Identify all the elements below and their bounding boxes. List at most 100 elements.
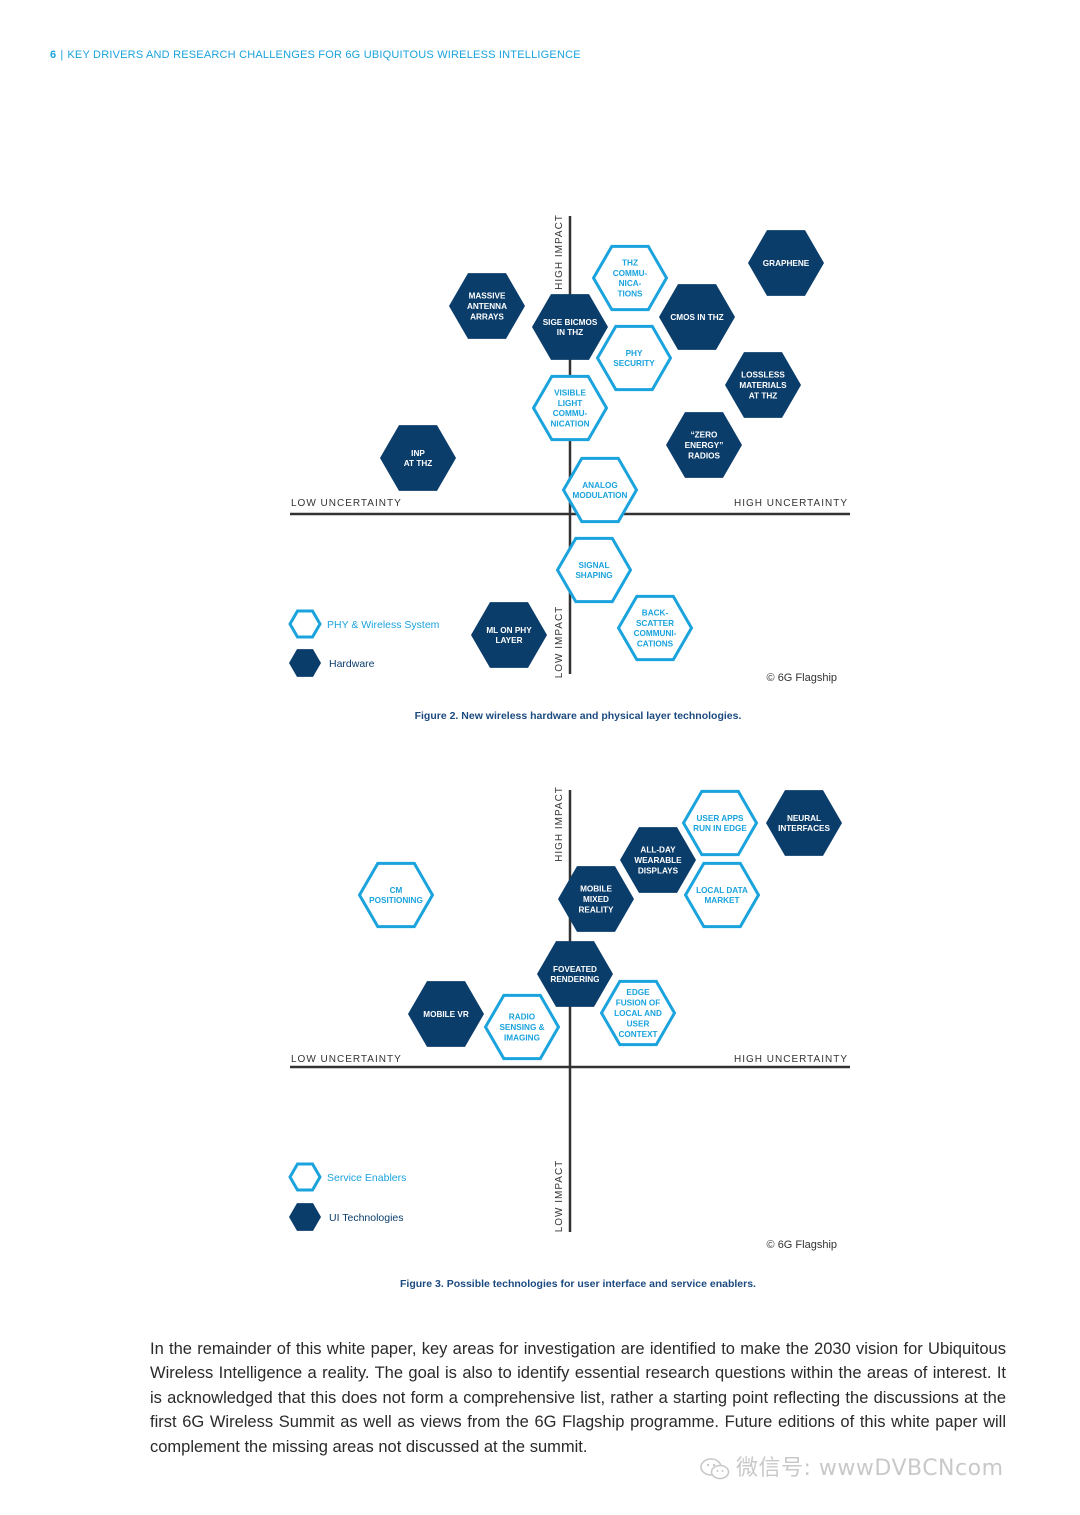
hexagon-label: CM [390,886,403,895]
hexagon-mobile-mixed-reality [558,866,634,932]
hexagon-label: ENERGY” [685,441,724,450]
hexagon-cmos-in-thz [659,284,735,350]
hexagon-label: SENSING & [499,1023,544,1032]
hexagon-label: INTERFACES [778,824,830,833]
hexagon-visible-light-commu-nication [531,374,609,442]
figure-3-legend: Service Enablers UI Technologies [288,1162,406,1231]
hexagon-thz-commu-nica-tions [591,244,669,312]
hexagon-analog-modulation [561,456,639,524]
hexagon-label: IMAGING [504,1033,540,1042]
figure-3-low-uncertainty-label: LOW UNCERTAINTY [291,1054,402,1065]
hexagon-label: MOBILE [580,885,612,894]
figure-2-high-impact-label: HIGH IMPACT [554,214,565,290]
hexagon-mobile-vr [408,981,484,1047]
watermark-text: 微信号: wwwDVBCNcom [736,1456,1004,1481]
body-paragraph: In the remainder of this white paper, ke… [150,1339,1006,1456]
hexagon-label: LOCAL DATA [696,886,748,895]
hexagon-cm-positioning [357,861,435,929]
figure-2-copyright: © 6G Flagship [767,672,837,684]
figure-2-caption: Figure 2. New wireless hardware and phys… [414,710,742,722]
figure-3-high-uncertainty-label: HIGH UNCERTAINTY [734,1054,848,1065]
hexagon-signal-shaping [555,536,633,604]
legend-outline-hexagon-icon [288,609,322,639]
hexagon-label: MATERIALS [739,381,787,390]
hexagon-label: MOBILE VR [423,1010,469,1019]
legend-service-enablers-label: Service Enablers [327,1172,406,1184]
hexagon-label: LIGHT [558,399,583,408]
figure-2-legend: PHY & Wireless System Hardware [288,609,440,677]
figure-2-low-impact-label: LOW IMPACT [554,606,565,679]
figure-2-high-uncertainty-label: HIGH UNCERTAINTY [734,498,848,509]
hexagon-zero-energy-radios [666,412,742,478]
legend-filled-hexagon-icon [289,649,321,677]
running-header: 6|KEY DRIVERS AND RESEARCH CHALLENGES FO… [50,49,581,61]
wechat-icon [700,1458,730,1480]
hexagon-label: EDGE [626,988,650,997]
hexagon-inp-at-thz [380,425,456,491]
figure-2-hexagon-map: HIGH IMPACT LOW IMPACT LOW UNCERTAINTY H… [288,214,850,684]
hexagon-label: SCATTER [636,619,674,628]
hexagon-sige-bicmos-in-thz [532,294,608,360]
hexagon-label: CMOS IN THZ [670,313,723,322]
figure-3-copyright: © 6G Flagship [767,1239,837,1251]
hexagon-label: CATIONS [637,640,674,649]
figure-2-low-uncertainty-label: LOW UNCERTAINTY [291,498,402,509]
hexagon-foveated-rendering [537,941,613,1007]
hexagon-lossless-materials-at-thz [725,352,801,418]
figure-3-high-impact-label: HIGH IMPACT [554,786,565,862]
hexagon-label: RADIO [509,1013,536,1022]
hexagon-label: ARRAYS [470,312,504,321]
hexagon-graphene [748,230,824,296]
hexagon-edge-fusion-of-local-and-user-context [599,979,677,1047]
hexagon-label: USER [627,1019,650,1028]
hexagon-label: PHY [626,349,643,358]
hexagon-label: NEURAL [787,814,821,823]
hexagon-user-apps-run-in-edge [681,789,759,857]
hexagon-label: GRAPHENE [763,259,810,268]
hexagon-label: DISPLAYS [638,866,679,875]
hexagon-label: MARKET [704,896,739,905]
hexagon-label: BACK- [642,608,669,617]
legend-filled-hexagon-icon [289,1203,321,1231]
legend-ui-technologies-label: UI Technologies [329,1212,404,1224]
hexagon-massive-antenna-arrays [449,273,525,339]
hexagon-label: SIGE BICMOS [543,318,598,327]
hexagon-label: FUSION OF [616,999,661,1008]
hexagon-label: MASSIVE [469,292,506,301]
hexagon-label: LAYER [496,636,523,645]
figure-3-caption: Figure 3. Possible technologies for user… [400,1278,756,1290]
hexagon-ml-on-phy-layer [471,602,547,668]
hexagon-label: THZ [622,258,638,267]
hexagon-back-scatter-communi-cations [616,594,694,662]
hexagon-label: INP [411,449,425,458]
hexagon-label: TIONS [617,290,643,299]
hexagon-all-day-wearable-displays [620,827,696,893]
legend-phy-wireless-system-label: PHY & Wireless System [327,619,440,631]
hexagon-label: IN THZ [557,328,583,337]
hexagon-label: SIGNAL [579,561,610,570]
legend-outline-hexagon-icon [288,1162,322,1192]
hexagon-label: ANALOG [582,481,617,490]
hexagon-label: ALL-DAY [640,846,676,855]
hexagon-radio-sensing-imaging [483,993,561,1061]
header-title: KEY DRIVERS AND RESEARCH CHALLENGES FOR … [67,49,581,61]
hexagon-label: “ZERO [691,431,718,440]
figure-3-low-impact-label: LOW IMPACT [554,1160,565,1233]
hexagon-label: POSITIONING [369,896,423,905]
hexagon-label: RUN IN EDGE [693,824,747,833]
hexagon-label: FOVEATED [553,965,597,974]
hexagon-neural-interfaces [766,790,842,856]
hexagon-label: LOSSLESS [741,371,785,380]
hexagon-label: COMMU- [613,269,648,278]
header-separator: | [60,49,64,61]
hexagon-local-data-market [683,861,761,929]
hexagon-phy-security [595,324,673,392]
hexagon-label: MIXED [583,895,609,904]
legend-hardware-label: Hardware [329,658,375,670]
hexagon-label: COMMUNI- [634,629,677,638]
hexagon-label: LOCAL AND [614,1009,662,1018]
hexagon-label: RENDERING [550,975,599,984]
hexagon-label: USER APPS [696,814,744,823]
watermark: 微信号: wwwDVBCNcom [700,1450,1004,1482]
